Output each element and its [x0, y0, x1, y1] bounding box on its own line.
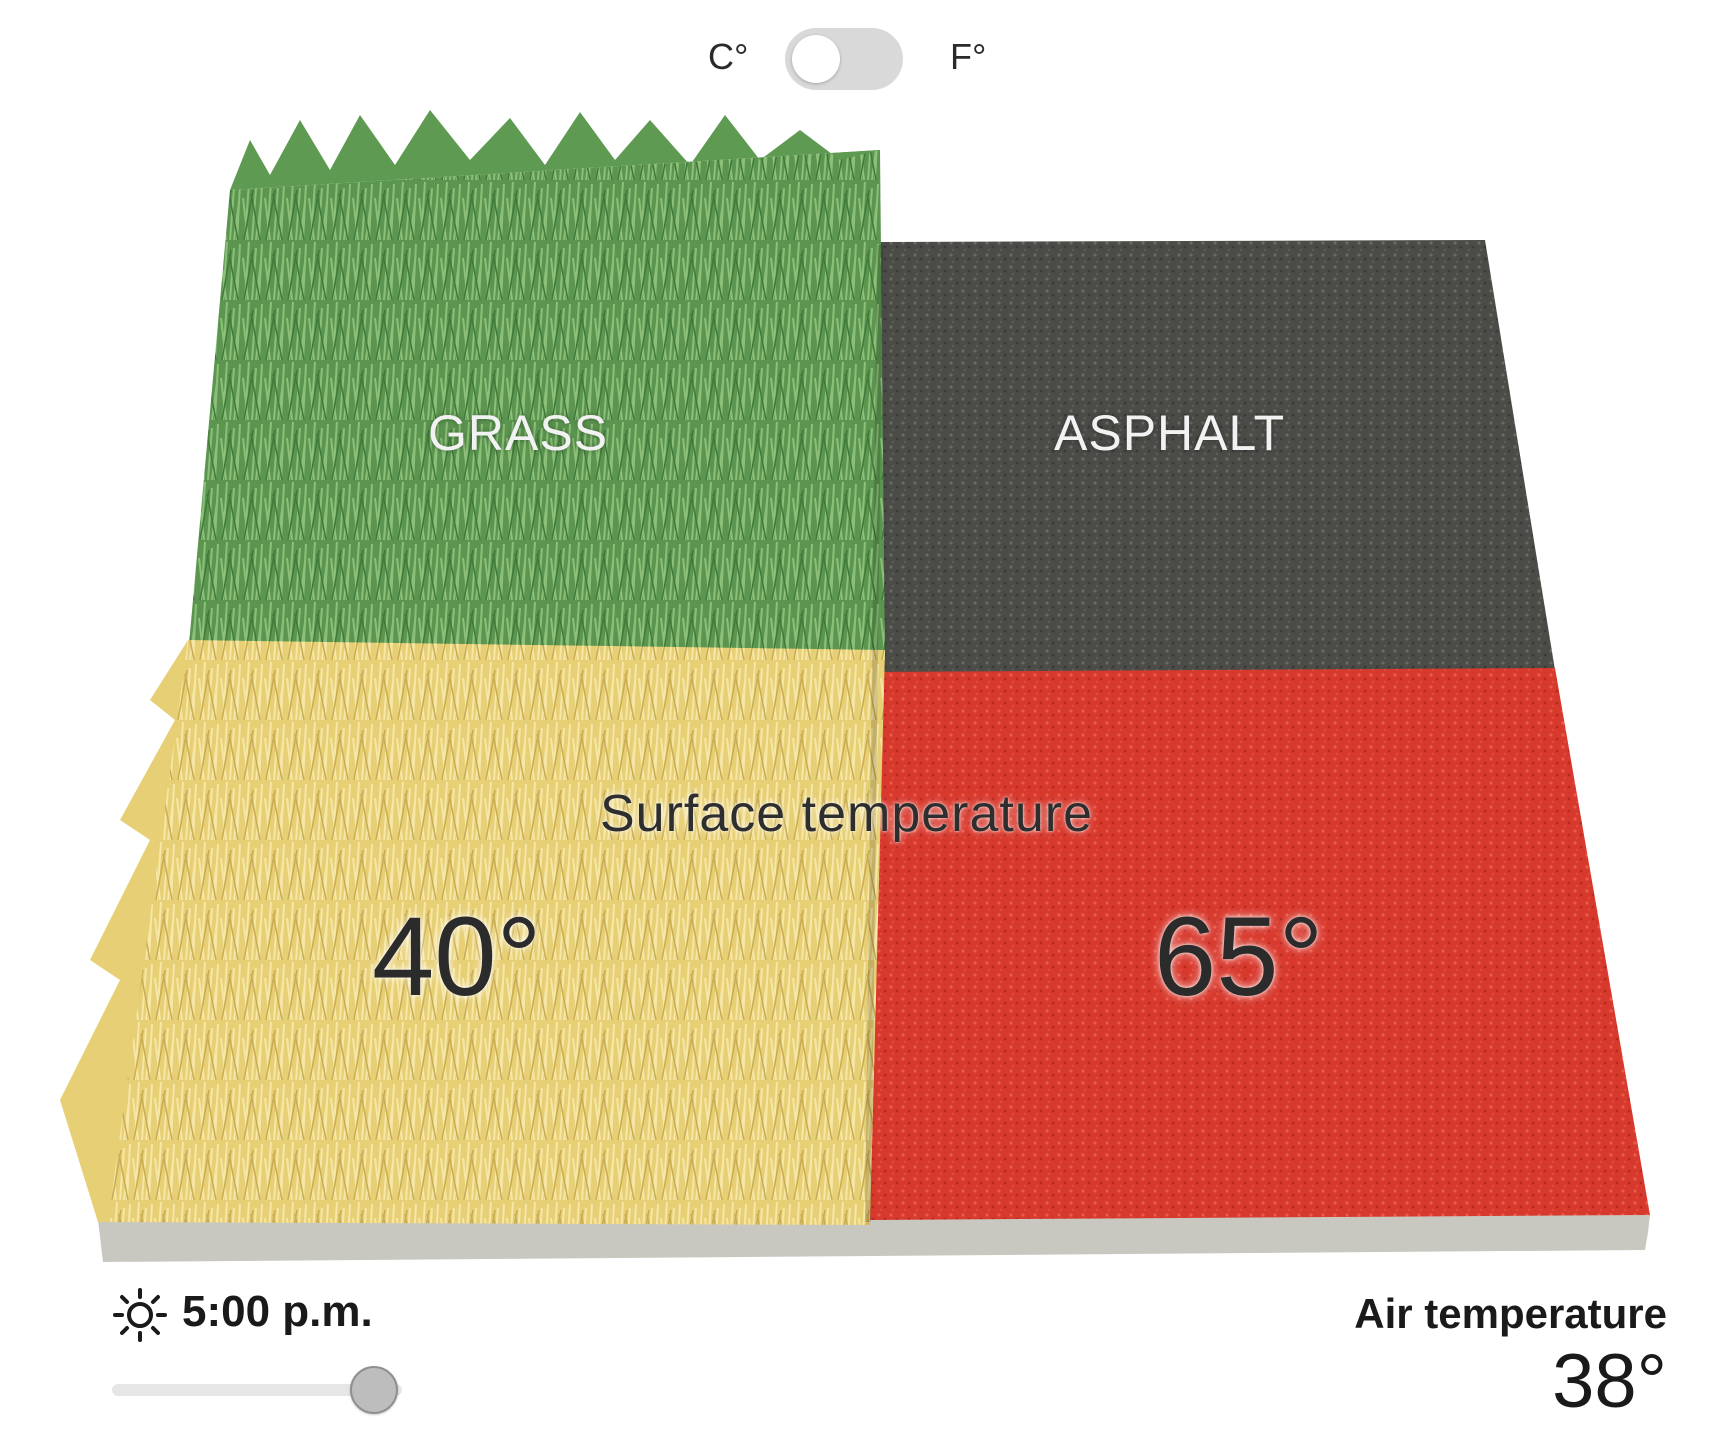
sun-icon	[113, 1288, 167, 1342]
slider-track[interactable]	[112, 1384, 402, 1396]
celsius-label[interactable]: C°	[708, 36, 749, 77]
surface-slab-graphic	[60, 110, 1650, 1262]
surface-temperature-label: Surface temperature	[600, 785, 1094, 843]
time-label: 5:00 p.m.	[182, 1287, 373, 1336]
air-temperature-label: Air temperature	[1354, 1290, 1667, 1337]
unit-toggle-group: C° F°	[0, 22, 1725, 100]
grass-dry-area	[98, 640, 885, 1225]
asphalt-temperature-value: 65°	[1154, 894, 1324, 1019]
asphalt-cool-area	[870, 240, 1555, 675]
asphalt-hot-area	[865, 668, 1650, 1220]
slider-handle[interactable]	[350, 1366, 399, 1414]
grass-green-area	[188, 150, 885, 660]
fahrenheit-label[interactable]: F°	[950, 36, 987, 77]
air-temperature-value: 38°	[1552, 1339, 1667, 1424]
slab-edge	[98, 1215, 1650, 1262]
toggle-knob[interactable]	[792, 35, 840, 83]
grass-label: GRASS	[428, 405, 609, 461]
time-slider[interactable]	[112, 1360, 422, 1420]
unit-toggle-switch[interactable]	[785, 28, 903, 90]
grass-temperature-value: 40°	[372, 894, 542, 1019]
asphalt-label: ASPHALT	[1054, 405, 1286, 461]
surface-illustration: GRASS ASPHALT Surface temperature 40° 65…	[60, 110, 1650, 1262]
